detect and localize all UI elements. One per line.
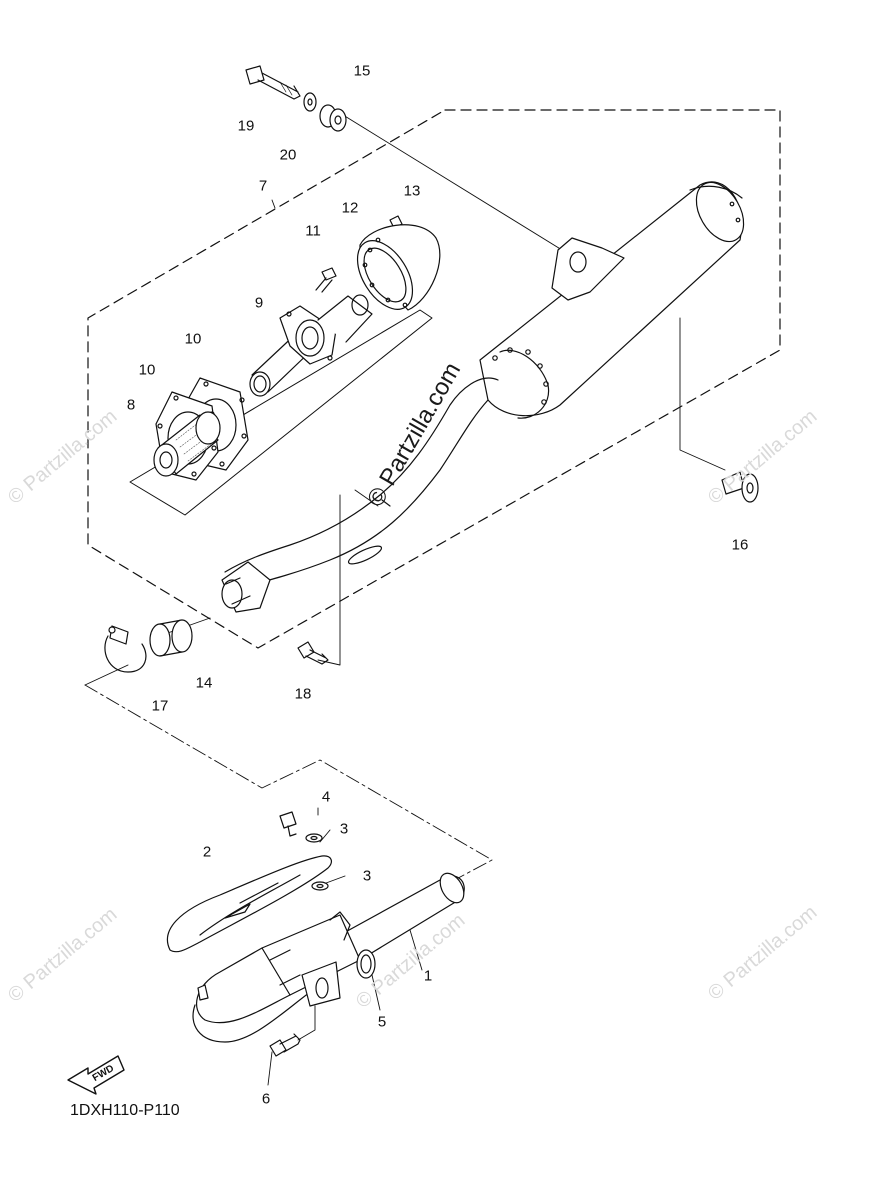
callout-3b: 3 [362, 867, 372, 885]
callout-10a: 10 [184, 330, 202, 348]
callout-15: 15 [353, 62, 371, 80]
callout-17: 17 [151, 697, 169, 715]
callout-16: 16 [731, 536, 749, 554]
washer-3-a [305, 833, 323, 843]
callout-19: 19 [237, 117, 255, 135]
clamp-17 [104, 625, 147, 673]
callout-6: 6 [261, 1090, 271, 1108]
callout-12: 12 [341, 199, 359, 217]
fwd-arrow-icon [67, 1055, 125, 1095]
diagram-code: 1DXH110-P110 [70, 1102, 180, 1119]
callout-8: 8 [126, 396, 136, 414]
grommet-16 [721, 471, 759, 503]
bolt-11 [315, 267, 337, 293]
assembly-outline [87, 109, 781, 649]
bolt-19 [245, 65, 301, 100]
muffler-7 [221, 181, 745, 613]
gasket-14 [149, 619, 193, 657]
bolt-4 [279, 811, 297, 837]
callout-14: 14 [195, 674, 213, 692]
subassembly-outline [129, 309, 433, 516]
callout-20: 20 [279, 146, 297, 164]
callout-1: 1 [423, 967, 433, 985]
washer-3-b [311, 881, 329, 891]
bolt-6 [269, 1033, 301, 1057]
callout-7: 7 [258, 177, 268, 195]
callout-4: 4 [321, 788, 331, 806]
gasket-5 [356, 949, 376, 979]
spark-arrester-8 [153, 411, 221, 477]
tail-pipe-9 [249, 294, 373, 397]
callout-11: 11 [305, 222, 321, 240]
callout-13: 13 [403, 182, 421, 200]
callout-18: 18 [294, 685, 312, 703]
protector-2 [166, 855, 332, 953]
callout-3a: 3 [339, 820, 349, 838]
damper-15 [319, 104, 347, 132]
callout-9: 9 [254, 294, 264, 312]
end-cap-12 [356, 224, 441, 311]
washer-20 [303, 92, 317, 112]
bolt-18 [297, 641, 329, 665]
callout-10b: 10 [138, 361, 156, 379]
callout-5: 5 [377, 1013, 387, 1031]
callout-2: 2 [202, 843, 212, 861]
